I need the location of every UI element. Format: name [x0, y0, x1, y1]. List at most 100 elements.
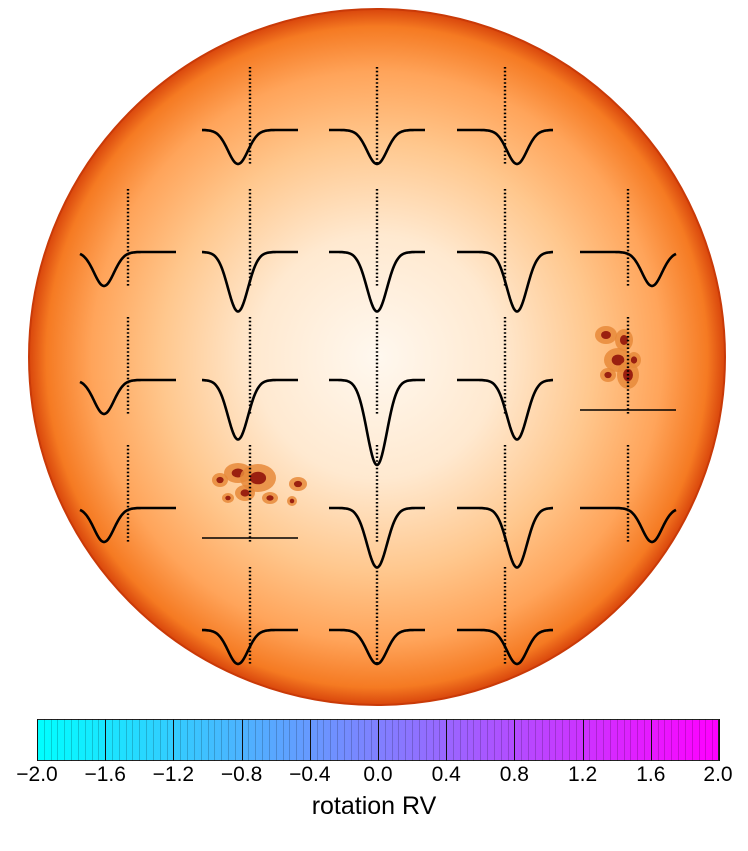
- colorbar-tick-label: 0.4: [431, 763, 461, 786]
- colorbar-stripe: [330, 719, 332, 761]
- colorbar-stripe: [227, 719, 229, 761]
- colorbar-tick-label: 2.0: [703, 763, 733, 786]
- colorbar-stripe: [691, 719, 693, 761]
- sunspot-umbra: [225, 495, 231, 501]
- colorbar-stripe: [603, 719, 605, 761]
- colorbar-stripe: [302, 719, 304, 761]
- colorbar-stripe: [214, 719, 216, 761]
- colorbar-stripe: [50, 719, 52, 761]
- sunspot-umbra: [266, 495, 274, 501]
- line-profile-cell: [329, 67, 425, 166]
- line-profile-cell: [457, 67, 553, 166]
- line-profile-cell: [79, 317, 176, 416]
- colorbar-stripe: [637, 719, 639, 761]
- colorbar-stripe: [521, 719, 523, 761]
- absorption-line-profile: [329, 128, 425, 166]
- line-profile-cell: [202, 567, 298, 666]
- colorbar-tick-label: −2.0: [16, 763, 58, 786]
- colorbar-tick: [309, 719, 311, 761]
- colorbar-stripe: [364, 719, 366, 761]
- colorbar-tick: [378, 719, 379, 761]
- colorbar-stripe: [248, 719, 250, 761]
- absorption-line-profile: [457, 128, 553, 166]
- colorbar-tick-label: 1.2: [567, 763, 598, 786]
- line-profile-cell: [79, 445, 176, 544]
- absorption-line-profile: [202, 378, 298, 441]
- colorbar-stripe: [125, 719, 127, 761]
- colorbar-stripe: [671, 719, 673, 761]
- colorbar-stripe: [534, 719, 536, 761]
- colorbar-stripe: [459, 719, 461, 761]
- sunspot-umbra: [240, 489, 250, 497]
- colorbar-stripe: [337, 719, 339, 761]
- colorbar-stripe: [193, 719, 195, 761]
- colorbar-tick-label: −1.2: [152, 763, 195, 786]
- absorption-line-profile: [202, 628, 298, 666]
- colorbar-stripe: [207, 719, 209, 761]
- sunspot-umbra: [604, 371, 612, 379]
- sunspot-umbra: [249, 471, 267, 485]
- colorbar-stripe: [159, 719, 161, 761]
- colorbar-tick: [105, 719, 107, 761]
- colorbar-stripe: [425, 719, 427, 761]
- colorbar-stripe: [139, 719, 141, 761]
- absorption-line-profile: [202, 250, 298, 313]
- colorbar-tick-label: 0.0: [363, 763, 393, 786]
- line-profile-cell: [202, 445, 298, 543]
- colorbar-stripe: [487, 719, 489, 761]
- colorbar-stripe: [562, 719, 564, 761]
- colorbar-stripe: [412, 719, 414, 761]
- colorbar-stripe: [282, 719, 284, 761]
- line-profile-cell: [329, 189, 425, 313]
- colorbar-stripe: [630, 719, 632, 761]
- line-profile-cell: [580, 317, 676, 415]
- colorbar-stripe: [657, 719, 659, 761]
- colorbar-stripe: [91, 719, 93, 761]
- colorbar-tick: [446, 719, 448, 761]
- colorbar-stripe: [350, 719, 352, 761]
- colorbar-stripe: [262, 719, 264, 761]
- absorption-line-profile: [457, 506, 553, 569]
- colorbar-stripe: [71, 719, 73, 761]
- colorbar-stripe: [64, 719, 66, 761]
- sunspot-umbra: [601, 330, 611, 340]
- colorbar-tick-label: −0.8: [220, 763, 263, 786]
- absorption-line-profile: [79, 378, 176, 416]
- colorbar-stripe: [712, 719, 714, 761]
- line-profile-cell: [457, 445, 553, 569]
- line-profile-cell: [202, 67, 298, 166]
- colorbar-stripe: [616, 719, 618, 761]
- colorbar-stripe: [296, 719, 298, 761]
- absorption-line-profile: [457, 628, 553, 666]
- sunspot-layer: [212, 326, 641, 506]
- colorbar-stripe: [146, 719, 148, 761]
- absorption-line-profile: [329, 628, 425, 666]
- colorbar-stripe: [57, 719, 59, 761]
- sunspot-umbra: [216, 476, 224, 484]
- colorbar-stripe: [589, 719, 591, 761]
- sunspot-umbra: [293, 480, 303, 488]
- colorbar-stripe: [684, 719, 686, 761]
- colorbar-stripe: [268, 719, 270, 761]
- colorbar-stripe: [418, 719, 420, 761]
- sunspot-umbra: [619, 335, 629, 345]
- colorbar-stripe: [555, 719, 557, 761]
- colorbar-stripe: [480, 719, 482, 761]
- colorbar-stripe: [112, 719, 114, 761]
- colorbar-stripe: [643, 719, 645, 761]
- line-profile-layer: [79, 67, 677, 666]
- colorbar-stripe: [432, 719, 434, 761]
- colorbar-tick: [582, 719, 584, 761]
- colorbar-stripe: [98, 719, 100, 761]
- colorbar-tick-label: 1.6: [636, 763, 666, 786]
- colorbar-tick-label: −0.4: [289, 763, 331, 786]
- colorbar-stripe: [323, 719, 325, 761]
- line-profile-cell: [580, 189, 677, 288]
- colorbar-stripe: [343, 719, 345, 761]
- solar-disk: [28, 8, 726, 706]
- colorbar-stripe: [705, 719, 707, 761]
- line-profile-cell: [202, 317, 298, 441]
- colorbar-stripe: [405, 719, 407, 761]
- colorbar-stripe: [180, 719, 182, 761]
- sunspot-umbra: [611, 354, 625, 366]
